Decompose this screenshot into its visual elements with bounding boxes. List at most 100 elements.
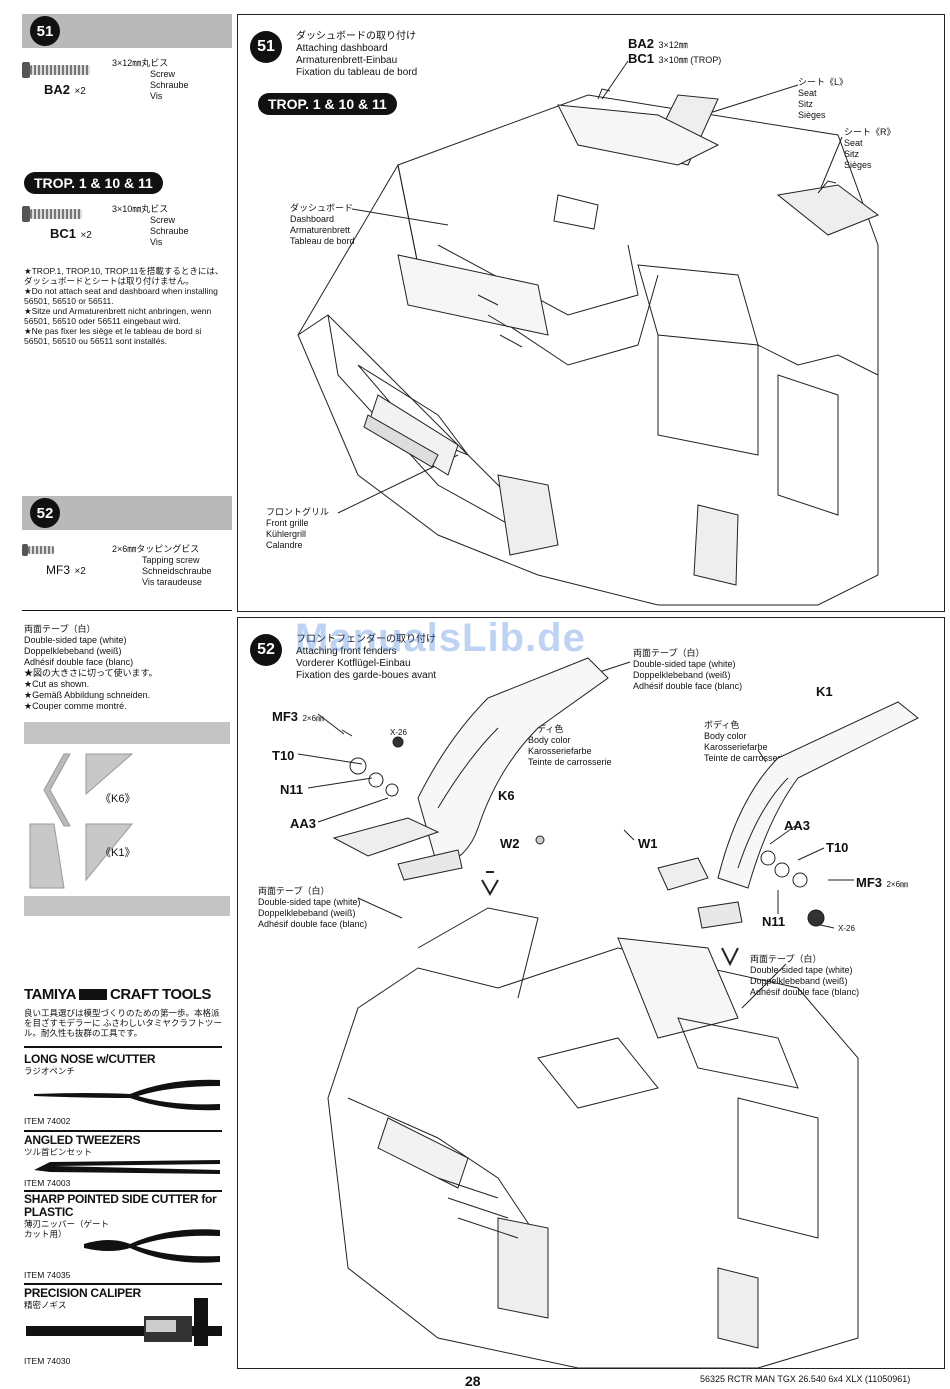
tape-left-fr: Adhésif double face (blanc) bbox=[258, 919, 368, 929]
panel-52-badge: 52 bbox=[250, 634, 282, 666]
tool-name: SHARP POINTED SIDE CUTTER for PLASTIC bbox=[24, 1192, 217, 1219]
tool-item-number: ITEM 74002 bbox=[24, 1116, 71, 1126]
callout-seat-l: シート《L》 Seat Sitz Sièges bbox=[798, 77, 848, 121]
sidebar-notes: ★TROP.1, TROP.10, TROP.11を搭載するときには、ダッシュボ… bbox=[24, 266, 226, 346]
screw-ba2-fr: Vis bbox=[150, 91, 163, 101]
step-52-header: 52 bbox=[22, 496, 232, 530]
label-k6: 《K6》 bbox=[100, 793, 136, 805]
step-51-header: 51 bbox=[22, 14, 232, 48]
part-x26-right: X-26 bbox=[838, 924, 855, 933]
divider bbox=[24, 1190, 222, 1192]
part-k1: K1 bbox=[816, 684, 833, 699]
step-52-badge: 52 bbox=[30, 498, 60, 528]
tool-item-number: ITEM 74035 bbox=[24, 1270, 71, 1280]
tool-item-number: ITEM 74003 bbox=[24, 1178, 71, 1188]
body-color-left-de: Karosseriefarbe bbox=[528, 746, 592, 756]
part-code: MF3 bbox=[272, 709, 298, 724]
sidebar: 51 BA2 ×2 3×12㎜丸ビス Screw Schraube Vis TR… bbox=[0, 0, 232, 1389]
tape-left-en: Double-sided tape (white) bbox=[258, 897, 361, 907]
part-size: 2×6㎜ bbox=[302, 714, 325, 723]
tamiya-stars-logo-icon bbox=[79, 989, 108, 1001]
seat-l-jp: シート《L》 bbox=[798, 77, 849, 87]
tool-item: ANGLED TWEEZERS ツル首ピンセット bbox=[24, 1133, 224, 1157]
tape-chevron-icon bbox=[43, 753, 71, 827]
body-color-right-fr: Teinte de carrosserie bbox=[704, 753, 788, 763]
tool-item-number: ITEM 74030 bbox=[24, 1356, 71, 1366]
tool-jp: 精密ノギス bbox=[24, 1300, 67, 1310]
callout-bc1: BC1 3×10㎜ (TROP) bbox=[628, 50, 721, 68]
tape-top-de: Doppelklebeband (weiß) bbox=[633, 670, 731, 680]
part-w2: W2 bbox=[500, 836, 520, 851]
tape-top-en: Double-sided tape (white) bbox=[633, 659, 736, 669]
screw-ba2: BA2 ×2 bbox=[22, 62, 102, 99]
callout-bc1-code: BC1 bbox=[628, 51, 655, 66]
screw-ba2-size: 3×12㎜丸ビス bbox=[112, 58, 169, 68]
body-color-right-jp: ボディ色 bbox=[704, 720, 740, 730]
part-mf3-right: MF3 2×6㎜ bbox=[856, 874, 908, 892]
part-n11-right: N11 bbox=[762, 914, 786, 929]
divider bbox=[24, 1130, 222, 1132]
panel-52-title: フロントフェンダーの取り付け Attaching front fenders V… bbox=[296, 634, 436, 682]
tape-de: Doppelklebeband (weiß) bbox=[24, 646, 122, 656]
callout-grille: フロントグリル Front grille Kühlergrill Calandr… bbox=[266, 507, 329, 551]
tool-name: ANGLED TWEEZERS bbox=[24, 1133, 141, 1147]
panel-51-trop-badge: TROP. 1 & 10 & 11 bbox=[258, 93, 397, 115]
watermark: ManualsLib.de bbox=[295, 616, 586, 660]
screw-mf3-de: Schneidschraube bbox=[142, 566, 212, 576]
tape-triangle-k1-icon bbox=[85, 823, 134, 882]
callout-tape-left: 両面テープ（白） Double-sided tape (white) Doppe… bbox=[258, 886, 367, 930]
screw-head-icon bbox=[22, 544, 28, 556]
part-mf3-left: MF3 2×6㎜ bbox=[272, 708, 324, 726]
screw-bc1-de: Schraube bbox=[150, 226, 189, 236]
part-n11-left: N11 bbox=[280, 782, 304, 797]
tape-right-en: Double-sided tape (white) bbox=[750, 965, 853, 975]
screw-bc1: BC1 ×2 bbox=[22, 206, 102, 243]
sidebar-trop-badge: TROP. 1 & 10 & 11 bbox=[24, 172, 163, 194]
tool-item: LONG NOSE w/CUTTER ラジオペンチ bbox=[24, 1052, 224, 1076]
title-jp: ダッシュボードの取り付け bbox=[296, 31, 416, 42]
grille-en: Front grille bbox=[266, 518, 309, 528]
note-en: ★Do not attach seat and dashboard when i… bbox=[24, 286, 218, 306]
cab-dashboard-illustration bbox=[297, 60, 880, 606]
dashboard-en: Dashboard bbox=[290, 214, 335, 224]
part-x26-left: X-26 bbox=[390, 728, 407, 737]
tool-jp: 薄刃ニッパー（ゲートカット用） bbox=[24, 1219, 110, 1239]
grille-de: Kühlergrill bbox=[266, 529, 307, 539]
seat-r-de: Sitz bbox=[844, 149, 860, 159]
part-aa3-left: AA3 bbox=[290, 816, 317, 831]
screw-head-icon bbox=[22, 62, 30, 78]
tape-jp: 両面テープ（白） bbox=[24, 624, 96, 634]
part-code: MF3 bbox=[856, 875, 882, 890]
title-en: Attaching dashboard bbox=[296, 43, 388, 54]
grille-jp: フロントグリル bbox=[266, 507, 330, 517]
dashboard-jp: ダッシュボード bbox=[290, 203, 354, 213]
label-k1: 《K1》 bbox=[100, 847, 136, 859]
screw-ba2-de: Schraube bbox=[150, 80, 189, 90]
part-t10-left: T10 bbox=[272, 748, 295, 763]
part-t10-right: T10 bbox=[826, 840, 849, 855]
screw-ba2-qty: ×2 bbox=[74, 86, 86, 97]
callout-ba2: BA2 3×12㎜ bbox=[628, 35, 688, 53]
title-de: Armaturenbrett-Einbau bbox=[296, 55, 398, 66]
screw-mf3: MF3 ×2 bbox=[22, 544, 112, 579]
body-color-right-de: Karosseriefarbe bbox=[704, 742, 768, 752]
callout-bc1-size: 3×10㎜ (TROP) bbox=[658, 55, 722, 65]
title-de: Vorderer Kotflügel-Einbau bbox=[296, 658, 411, 669]
part-w1: W1 bbox=[638, 836, 658, 851]
title-jp: フロントフェンダーの取り付け bbox=[296, 634, 436, 645]
tape-right-de: Doppelklebeband (weiß) bbox=[750, 976, 848, 986]
note-de: ★Sitze und Armaturenbrett nicht anbringe… bbox=[24, 306, 212, 326]
tape-cut-diagram bbox=[29, 753, 134, 889]
screw-bc1-size: 3×10㎜丸ビス bbox=[112, 204, 169, 214]
fender-assembly-illustration bbox=[297, 657, 919, 1368]
callout-ba2-size: 3×12㎜ bbox=[658, 40, 688, 50]
tool-item: SHARP POINTED SIDE CUTTER for PLASTIC 薄刃… bbox=[24, 1192, 224, 1240]
body-color-left-jp: ボディ色 bbox=[528, 724, 564, 734]
screw-bc1-en: Screw bbox=[150, 215, 176, 225]
body-color-right-en: Body color bbox=[704, 731, 747, 741]
screw-mf3-qty: ×2 bbox=[74, 566, 86, 577]
cut-jp: ★図の大きさに切って使います。 bbox=[24, 668, 158, 678]
screw-ba2-code: BA2 bbox=[44, 82, 71, 97]
seat-r-fr: Sièges bbox=[844, 160, 872, 170]
